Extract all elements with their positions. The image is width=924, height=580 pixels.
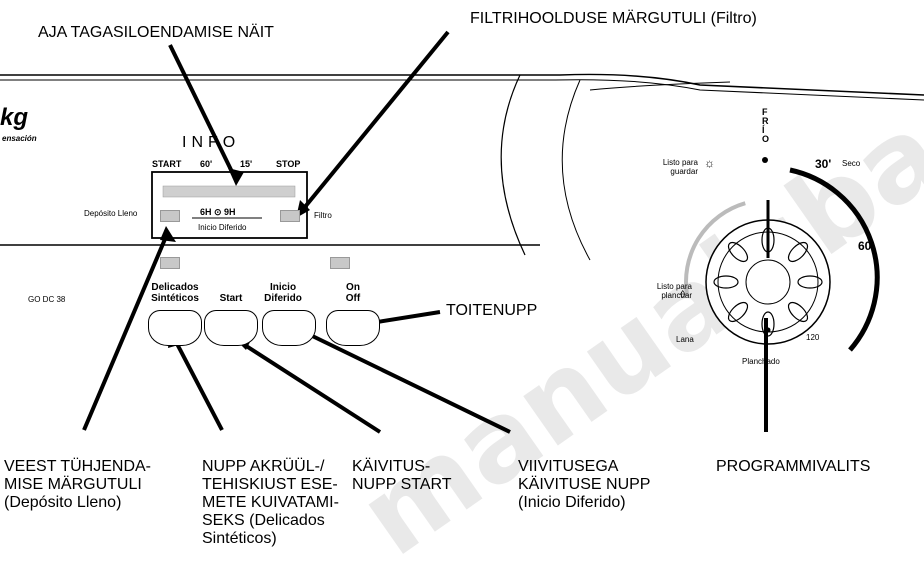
start-button-label: Start [219, 293, 243, 304]
info-label: INFO [182, 134, 241, 151]
dial-lana: Lana [676, 335, 694, 344]
display-label-60: 60' [200, 159, 213, 169]
drop-icon: ◊ [680, 289, 686, 301]
dial-seco: Seco [842, 159, 861, 168]
hours-label: 6H ⊙ 9H [200, 207, 236, 217]
dial-30: 30' [815, 157, 832, 171]
sun-icon: ☼ [704, 156, 715, 170]
callout-delicate: NUPP AKRÜÜL-/ TEHISKIUST ESE- METE KUIVA… [202, 458, 339, 547]
callout-tank: VEEST TÜHJENDA- MISE MÄRGUTULI (Depósito… [4, 458, 151, 511]
panel-drawing [0, 30, 924, 434]
callout-filter: FILTRIHOOLDUSE MÄRGUTULI (Filtro) [470, 10, 757, 27]
filter-label: Filtro [314, 211, 332, 220]
dial-frio: FRÍO [762, 107, 770, 144]
power-button[interactable] [326, 310, 380, 346]
tank-led [160, 210, 180, 222]
callout-program: PROGRAMMIVALITS [716, 458, 871, 475]
dial-listo-planchar: Listo para planchar [656, 282, 692, 300]
dial-120: 120 [806, 333, 820, 342]
brand-logo: kg [0, 104, 29, 131]
tank-label: Depósito Lleno [84, 209, 138, 218]
callout-power: TOITENUPP [446, 302, 538, 319]
dial-listo-guardar: Listo para guardar [662, 158, 698, 176]
delay-button[interactable] [262, 310, 316, 346]
diagram: manualsbase [0, 8, 924, 580]
display-label-stop: STOP [276, 159, 301, 169]
delicate-led [160, 257, 180, 269]
callout-start: KÄIVITUS- NUPP START [352, 458, 452, 493]
model-label: GO DC 38 [28, 295, 66, 304]
delay-display-label: Inicio Diferido [198, 223, 247, 232]
delicate-button[interactable] [148, 310, 202, 346]
program-dial [683, 157, 880, 366]
display-label-start: START [152, 159, 182, 169]
start-button[interactable] [204, 310, 258, 346]
display-label-15: 15' [240, 159, 253, 169]
brand-subtitle: ensación [2, 134, 37, 143]
dial-60: 60 [858, 239, 872, 253]
filter-led [280, 210, 300, 222]
on-led [330, 257, 350, 269]
dial-planchado: Planchado [742, 357, 780, 366]
callout-countdown: AJA TAGASILOENDAMISE NÄIT [38, 24, 274, 41]
callout-delay: VIIVITUSEGA KÄIVITUSE NUPP (Inicio Difer… [518, 458, 651, 511]
